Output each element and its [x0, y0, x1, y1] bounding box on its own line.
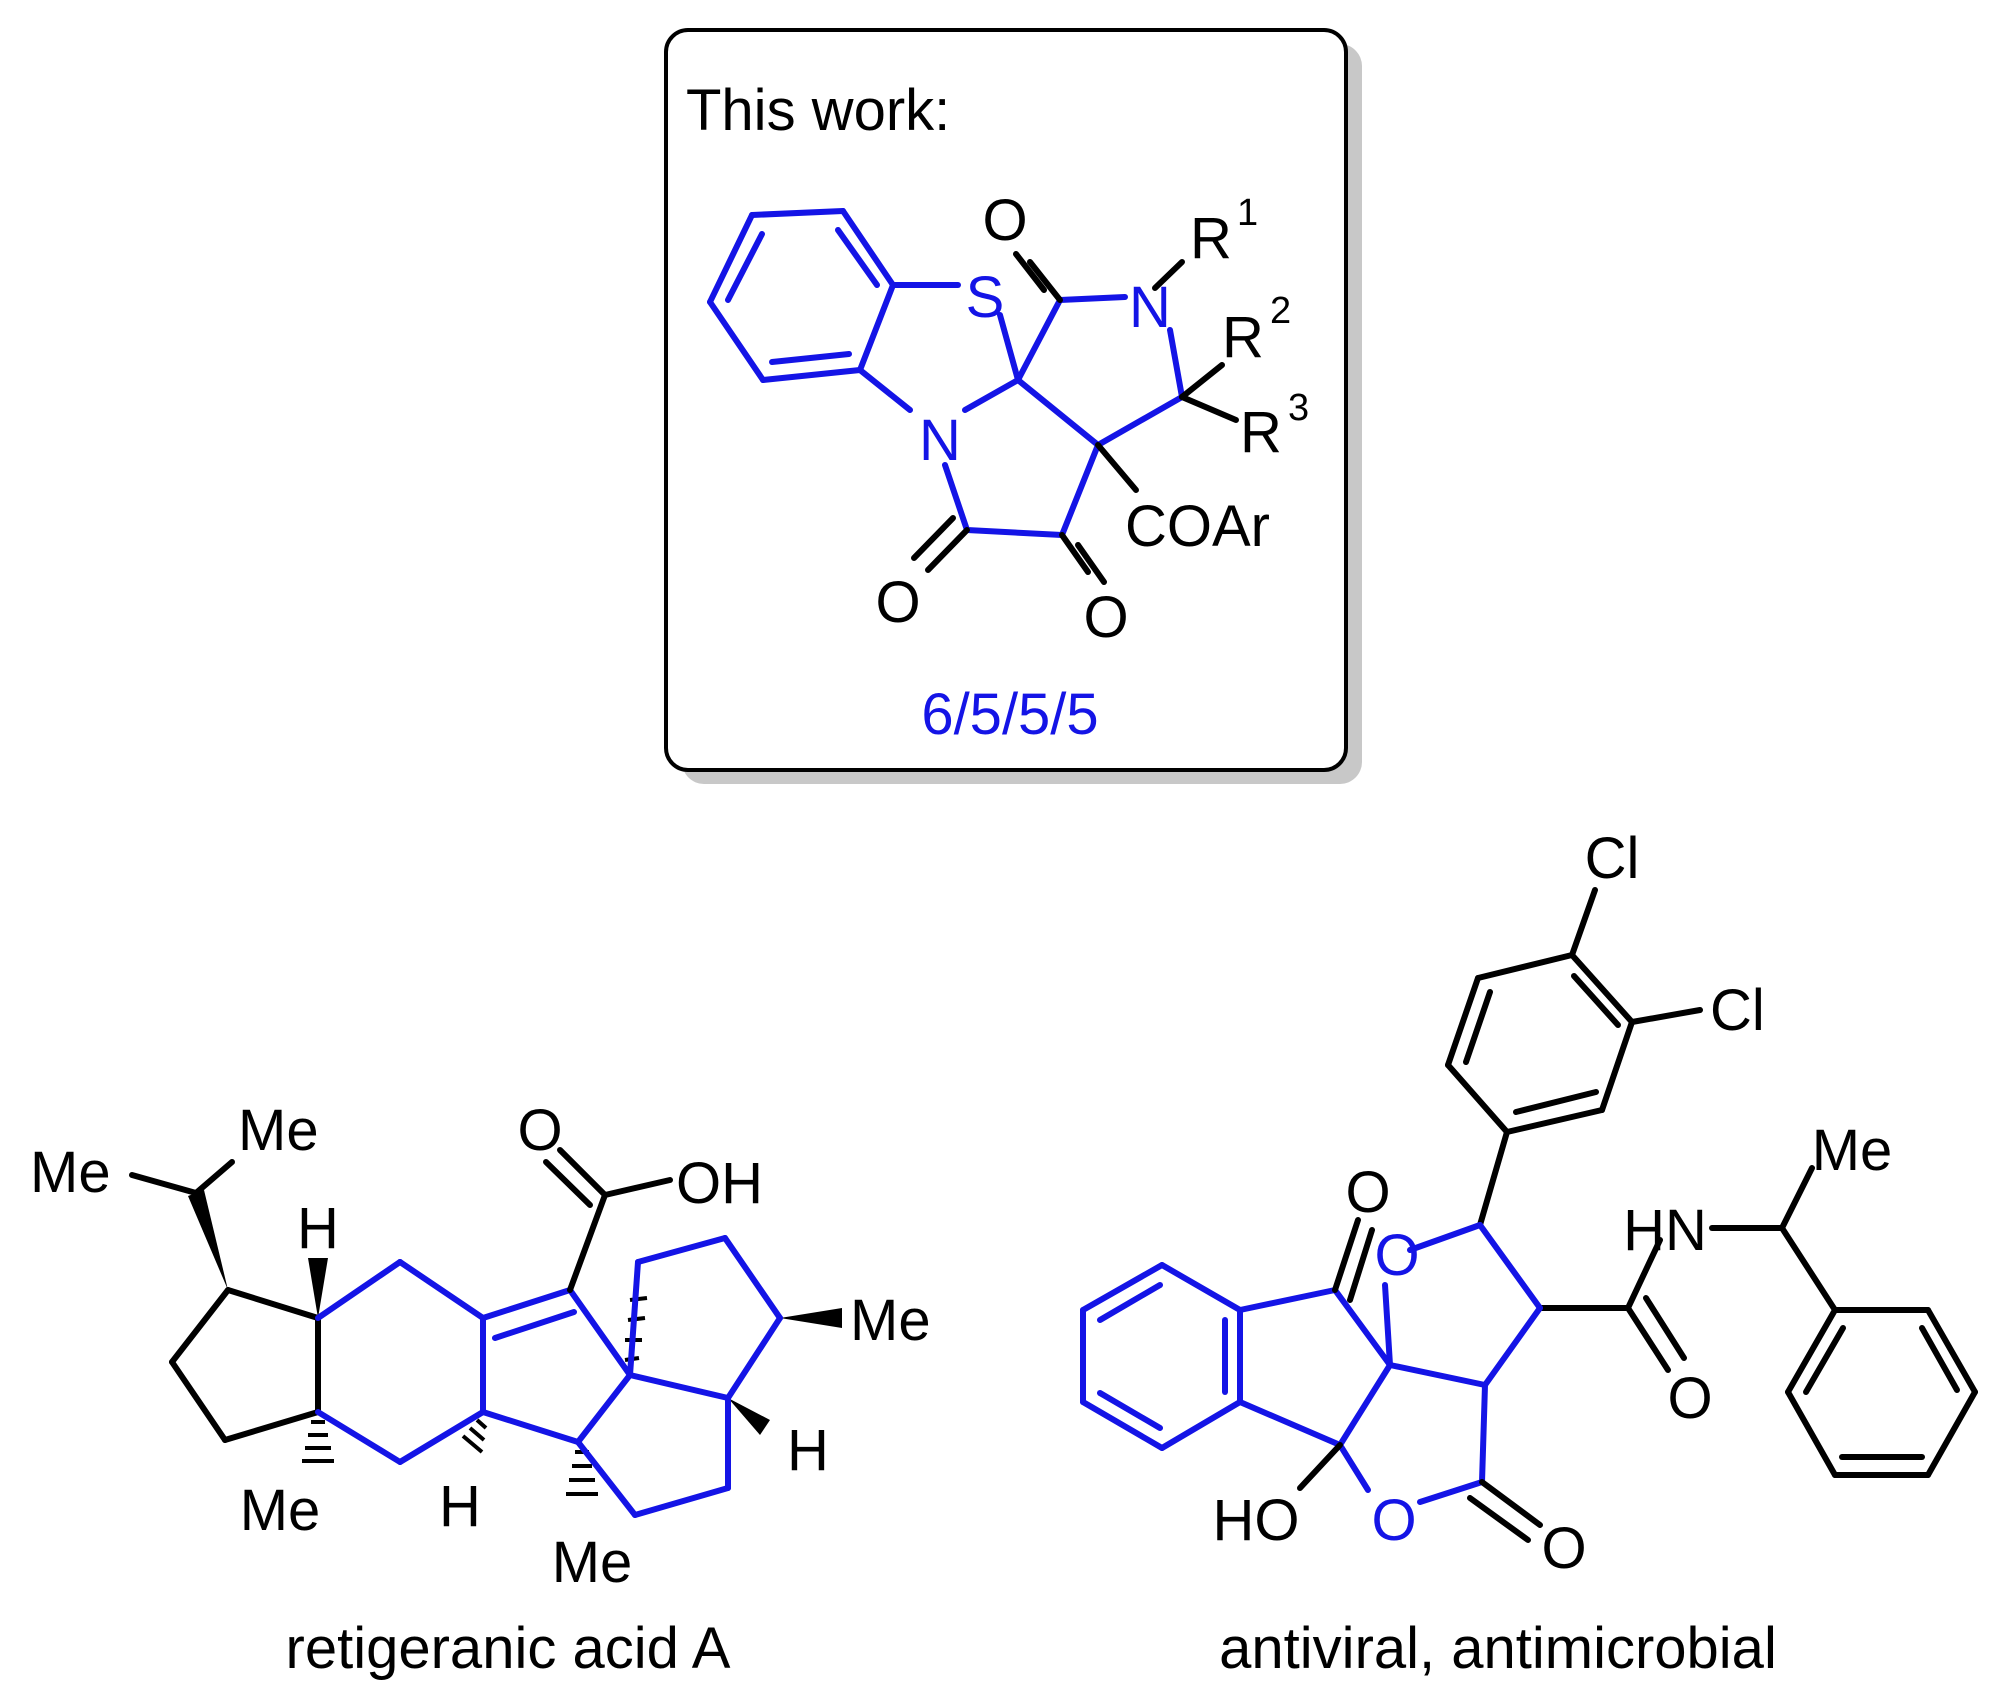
retigeranic-me-right: Me — [850, 1288, 931, 1353]
retigeranic-caption: retigeranic acid A — [286, 1616, 731, 1681]
scaffold-amide-nitrogen-label: N — [1129, 275, 1171, 340]
scaffold-ring-nitrogen-label: N — [919, 408, 961, 473]
retigeranic-wedge-h-right — [728, 1398, 770, 1435]
retigeranic-wedge-h-top — [308, 1258, 328, 1318]
scaffold-sulfur-label: S — [966, 265, 1005, 330]
antiviral-caption: antiviral, antimicrobial — [1219, 1616, 1777, 1681]
retigeranic-acid-oxo: O — [517, 1098, 562, 1163]
antiviral-amide-side-chain — [1537, 1165, 1838, 1373]
r2-label: R — [1222, 305, 1264, 370]
antiviral-structure: Cl Cl Me HN O O O HO O O antiviral, anti… — [1080, 826, 1978, 1681]
antiviral-amide-oxygen: O — [1667, 1366, 1712, 1431]
panel-frame — [664, 28, 1348, 772]
antiviral-ring-oxygen-bottom: O — [1371, 1488, 1416, 1553]
ring-system-label: 6/5/5/5 — [921, 682, 1098, 747]
retigeranic-me-bottom-left: Me — [240, 1478, 321, 1543]
antiviral-hydroxyl: HO — [1213, 1488, 1300, 1553]
retigeranic-h-top: H — [297, 1196, 339, 1261]
retigeranic-carboxyl — [543, 1147, 673, 1293]
retigeranic-h-bottom: H — [439, 1474, 481, 1539]
antiviral-ketone-oxygen: O — [1345, 1160, 1390, 1225]
antiviral-me: Me — [1812, 1118, 1893, 1183]
retigeranic-wedge-isopropyl — [188, 1190, 228, 1290]
scaffold-oxo-right-label: O — [1083, 585, 1128, 650]
scaffold-benzene-ring — [707, 208, 896, 383]
scaffold-structure: S N N O O O R 1 R 2 R 3 COAr — [707, 188, 1309, 650]
antiviral-phenyl — [1785, 1307, 1978, 1478]
antiviral-cl-top: Cl — [1585, 826, 1640, 891]
antiviral-ring-oxygen-top: O — [1374, 1223, 1419, 1288]
antiviral-core-substituents — [1297, 1217, 1543, 1543]
retigeranic-acid-hydroxyl: OH — [676, 1151, 763, 1216]
r3-substituent-label: R 3 — [1240, 387, 1309, 465]
retigeranic-acid-structure: Me Me H O OH Me H Me H Me retigeranic ac… — [30, 1098, 931, 1681]
antiviral-core-rings — [1080, 1222, 1543, 1505]
retigeranic-core-rings — [315, 1235, 783, 1518]
retigeranic-me-top: Me — [238, 1098, 319, 1163]
r3-label: R — [1240, 400, 1282, 465]
scaffold-substituents — [911, 251, 1239, 585]
scaffold-oxo-top-label: O — [982, 188, 1027, 253]
retigeranic-me-bottom: Me — [552, 1530, 633, 1595]
panel-heading: This work: — [686, 78, 950, 143]
retigeranic-h-right: H — [787, 1418, 829, 1483]
scaffold-fused-rings — [857, 282, 1185, 538]
antiviral-lactone-oxygen: O — [1541, 1516, 1586, 1581]
antiviral-cl-right: Cl — [1710, 978, 1765, 1043]
retigeranic-cyclopentane — [129, 1159, 321, 1443]
antiviral-dichlorophenyl — [1445, 887, 1703, 1228]
retigeranic-wedge-me-right — [780, 1308, 842, 1328]
retigeranic-me-left: Me — [30, 1140, 111, 1205]
r1-label: R — [1190, 206, 1232, 271]
coar-label: COAr — [1125, 494, 1270, 559]
scaffold-oxo-left-label: O — [875, 570, 920, 635]
r3-superscript: 3 — [1288, 387, 1309, 429]
r1-substituent-label: R 1 — [1190, 192, 1258, 271]
r2-superscript: 2 — [1270, 290, 1291, 332]
r2-substituent-label: R 2 — [1222, 290, 1291, 370]
r1-superscript: 1 — [1237, 192, 1258, 234]
antiviral-hn: HN — [1623, 1198, 1707, 1263]
